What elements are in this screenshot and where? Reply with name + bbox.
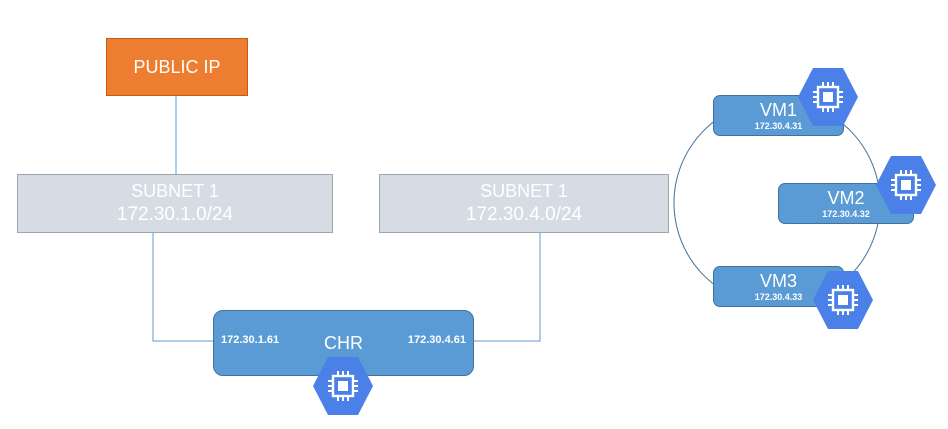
subnet-name: SUBNET 1 bbox=[480, 180, 568, 201]
chr-ip-right: 172.30.4.61 bbox=[407, 334, 466, 346]
vm-name: VM1 bbox=[759, 99, 797, 120]
chr-label: CHR bbox=[324, 333, 363, 353]
vm-ip: 172.30.4.31 bbox=[754, 120, 803, 131]
subnet-cidr: 172.30.4.0/24 bbox=[465, 203, 583, 225]
compute-engine-icon bbox=[813, 271, 873, 329]
link-chr-subnet4 bbox=[474, 233, 541, 342]
subnet-box-1: SUBNET 1 172.30.1.0/24 bbox=[17, 174, 333, 233]
compute-engine-icon bbox=[313, 357, 373, 415]
public-ip-box: PUBLIC IP bbox=[106, 38, 248, 96]
subnet-name: SUBNET 1 bbox=[131, 180, 219, 201]
vm-name: VM2 bbox=[827, 187, 865, 208]
vm2-box: VM2 172.30.4.32 bbox=[778, 183, 914, 224]
chr-ip-left: 172.30.1.61 bbox=[221, 334, 280, 346]
link-subnet1-chr bbox=[152, 233, 213, 342]
vm-ip: 172.30.4.32 bbox=[822, 208, 870, 219]
compute-engine-icon bbox=[876, 156, 936, 214]
vm-name: VM3 bbox=[759, 270, 797, 291]
subnet-cidr: 172.30.1.0/24 bbox=[116, 203, 234, 225]
vm-ip: 172.30.4.33 bbox=[754, 291, 803, 302]
subnet-box-2: SUBNET 1 172.30.4.0/24 bbox=[379, 174, 669, 233]
compute-engine-icon bbox=[798, 68, 858, 126]
public-ip-label: PUBLIC IP bbox=[133, 56, 221, 77]
